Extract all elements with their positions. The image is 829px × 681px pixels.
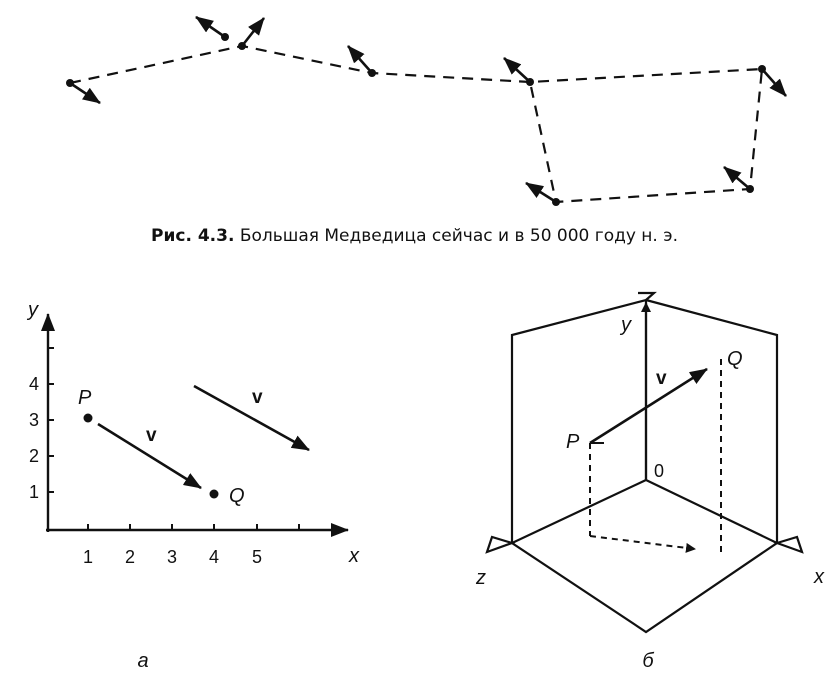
panel-b-z-axis-end-cone (485, 535, 516, 554)
panel-b-diagram (485, 291, 804, 634)
floor-projection-vector (589, 535, 696, 553)
panel-a-x-tick-labels: 1 2 3 4 5 (83, 547, 262, 567)
panel-b-vector-label: v (656, 368, 667, 389)
star-motion-arrows (69, 15, 787, 204)
panel-b-point-p-label: P (566, 431, 580, 453)
panel-a-y-axis-label: y (26, 299, 39, 321)
vector-v-free-label: v (252, 387, 263, 408)
panel-b-x-axis-label: x (813, 566, 825, 588)
caption-text: Большая Медведица сейчас и в 50 000 году… (239, 226, 678, 246)
panel-a-sublabel: а (137, 650, 148, 672)
x-tick-label: 3 (167, 547, 177, 567)
point-p-marker (83, 413, 93, 423)
figure-caption: Рис. 4.3. Большая Медведица сейчас и в 5… (0, 226, 829, 246)
y-tick-label: 2 (29, 446, 39, 466)
panel-b-projections (589, 359, 722, 556)
panel-b-point-q-label: Q (727, 348, 743, 370)
y-tick-label: 1 (29, 482, 39, 502)
x-tick-label: 1 (83, 547, 93, 567)
panel-b-y-axis-label: y (619, 314, 632, 336)
panel-b-z-axis-label: z (475, 567, 486, 589)
panel-b-right-wall (645, 298, 779, 543)
x-tick-label: 5 (252, 547, 262, 567)
caption-prefix: Рис. 4.3. (151, 226, 235, 246)
point-p-label: P (78, 387, 92, 409)
motion-arrow-3 (240, 17, 266, 47)
panel-a-y-tick-labels: 1 2 3 4 (29, 374, 39, 502)
motion-arrow-1 (69, 81, 101, 105)
vector-v-free (193, 384, 310, 452)
panel-b-x-axis-end-cone (773, 535, 804, 554)
point-q-marker (209, 489, 219, 499)
x-tick-label: 4 (209, 547, 219, 567)
panel-b-y-axis-end-cone (638, 291, 657, 301)
motion-arrow-4 (347, 45, 373, 74)
constellation-dashed-outline (69, 44, 764, 204)
panel-a-x-tick-marks (87, 524, 300, 530)
vector-v-label: v (146, 425, 157, 446)
motion-arrow-2 (195, 15, 226, 39)
panel-a-x-axis-label: x (348, 545, 360, 567)
motion-arrow-5 (503, 57, 531, 83)
panel-a-diagram: 1 2 3 4 5 1 2 3 4 x y P Q v v а (26, 299, 360, 672)
panel-b-floor (509, 478, 780, 634)
motion-arrow-7 (723, 166, 751, 190)
motion-arrow-6 (761, 68, 787, 97)
star-points (66, 33, 766, 206)
vector-v-from-p (97, 422, 202, 490)
panel-b-vector-v (589, 367, 708, 445)
x-tick-label: 2 (125, 547, 135, 567)
big-dipper-constellation (69, 44, 764, 204)
y-tick-label: 4 (29, 374, 39, 394)
panel-a-y-tick-marks (48, 347, 54, 493)
panel-b-sublabel: б (642, 650, 654, 672)
y-tick-label: 3 (29, 410, 39, 430)
motion-arrow-8 (525, 181, 557, 204)
point-q-label: Q (229, 485, 245, 507)
panel-b-origin-label: 0 (654, 461, 664, 481)
